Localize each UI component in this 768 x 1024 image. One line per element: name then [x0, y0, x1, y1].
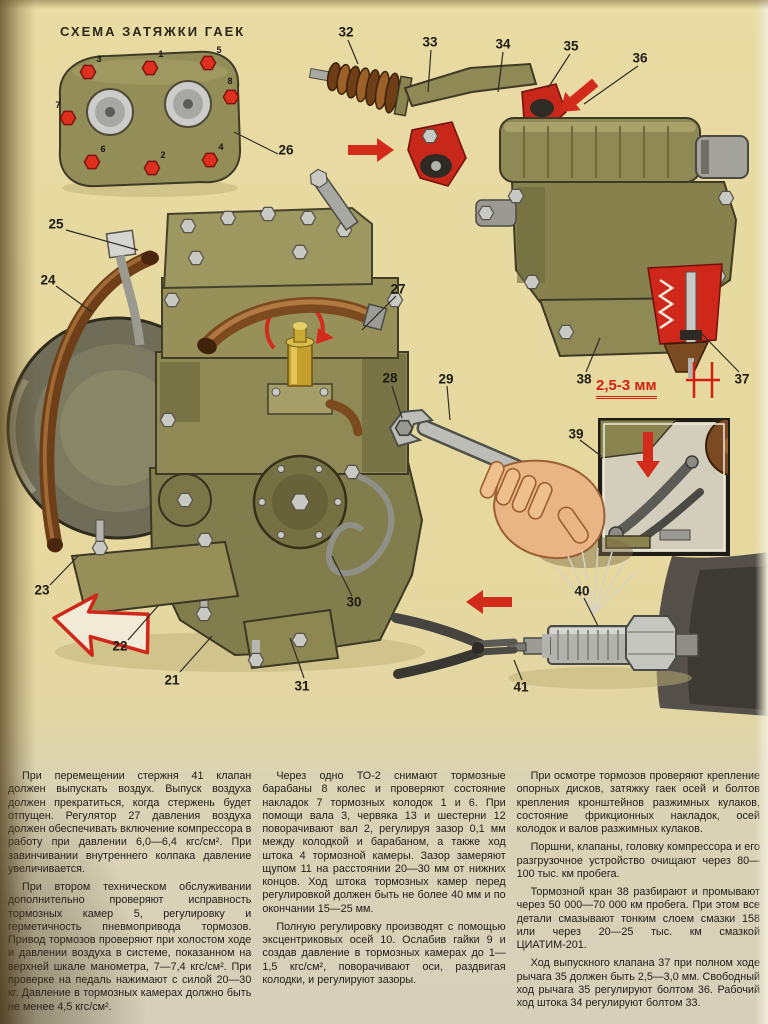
paragraph: Поршни, клапаны, головку компрессора и е…	[516, 841, 760, 880]
nut-number: 1	[158, 49, 163, 59]
callout-26: 26	[278, 142, 294, 158]
compressor-illustration	[6, 166, 425, 672]
callout-25: 25	[48, 216, 64, 232]
paragraph: При перемещении стержня 41 клапан должен…	[8, 770, 252, 875]
callout-38: 38	[576, 371, 592, 387]
pressure-regulator	[264, 299, 334, 415]
callout-22: 22	[112, 638, 128, 654]
callout-23: 23	[34, 582, 50, 598]
callout-35: 35	[563, 38, 579, 54]
red-right-arrow-icon	[348, 138, 394, 162]
paragraph: Тормозной кран 38 разбирают и промывают …	[516, 886, 760, 952]
head-tightening-diagram: 3 1 5 8 7 6 2 4	[55, 45, 242, 197]
dimension-label: 2,5-3 мм	[596, 377, 657, 399]
pliers-illustration	[391, 613, 518, 679]
text-column-3: При осмотре тормозов проверяют крепление…	[517, 770, 760, 1022]
callout-39: 39	[568, 426, 584, 442]
callout-37: 37	[734, 371, 750, 387]
callout-34: 34	[495, 36, 511, 52]
nut-number: 6	[100, 144, 105, 154]
page-title: СХЕМА ЗАТЯЖКИ ГАЕК	[60, 24, 246, 39]
illustration-canvas: 3 1 5 8 7 6 2 4	[6, 39, 768, 716]
left-flange-pipe	[105, 229, 145, 346]
callout-24: 24	[40, 272, 56, 288]
nut-number: 3	[96, 54, 101, 64]
paragraph: При втором техническом обслуживании допо…	[8, 881, 252, 1013]
callout-31: 31	[294, 678, 310, 694]
red-left-arrow-icon	[466, 590, 512, 614]
callout-29: 29	[438, 371, 454, 387]
head-fitting	[306, 166, 359, 232]
dimension-marks	[686, 362, 720, 398]
nut-number: 7	[55, 100, 60, 110]
paragraph: При осмотре тормозов проверяют крепление…	[516, 770, 760, 836]
brake-valve-assembly	[308, 62, 749, 378]
adjustment-inset	[598, 418, 730, 556]
callout-30: 30	[346, 594, 362, 610]
paragraph: Через одно ТО-2 снимают тормозные бараба…	[262, 770, 506, 915]
big-red-arrow-icon	[52, 593, 150, 657]
paragraph: Полную регулировку производят с помощью …	[262, 920, 506, 986]
paragraph: Ход выпускного клапана 37 при полном ход…	[516, 957, 760, 1010]
callout-41: 41	[513, 679, 529, 695]
mounting-feet	[70, 519, 340, 670]
rubber-boot	[308, 62, 413, 117]
article-text: При перемещении стержня 41 клапан должен…	[8, 770, 760, 1022]
callout-28: 28	[382, 370, 398, 386]
text-column-2: Через одно ТО-2 снимают тормозные бараба…	[262, 770, 505, 1022]
callout-40: 40	[574, 583, 590, 599]
callout-33: 33	[422, 34, 438, 50]
leader-lines	[49, 39, 740, 681]
nut-number: 2	[160, 150, 165, 160]
callout-32: 32	[338, 24, 354, 40]
callout-27: 27	[390, 281, 406, 297]
text-column-1: При перемещении стержня 41 клапан должен…	[8, 770, 251, 1022]
callout-36: 36	[632, 50, 648, 66]
unloader-valve-illustration	[507, 547, 768, 716]
nut-number: 5	[216, 45, 221, 55]
steel-tube-loop	[325, 464, 395, 577]
callout-21: 21	[164, 672, 180, 688]
hand-wrench-illustration	[388, 408, 633, 568]
nut-number: 8	[227, 76, 232, 86]
nut-number: 4	[218, 142, 223, 152]
